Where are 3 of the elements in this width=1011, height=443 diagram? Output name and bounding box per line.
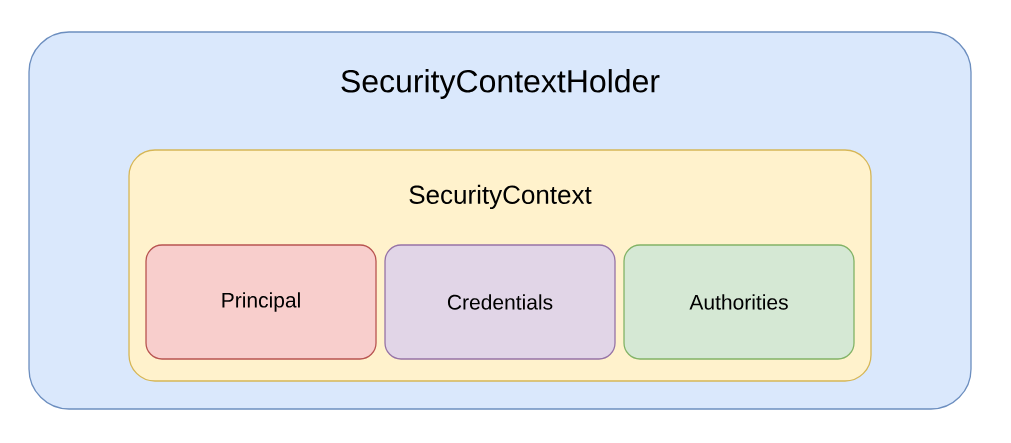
rounded-box: Principal [145,244,377,360]
rounded-box: Credentials [384,244,616,360]
rounded-box: Authorities [623,244,855,360]
